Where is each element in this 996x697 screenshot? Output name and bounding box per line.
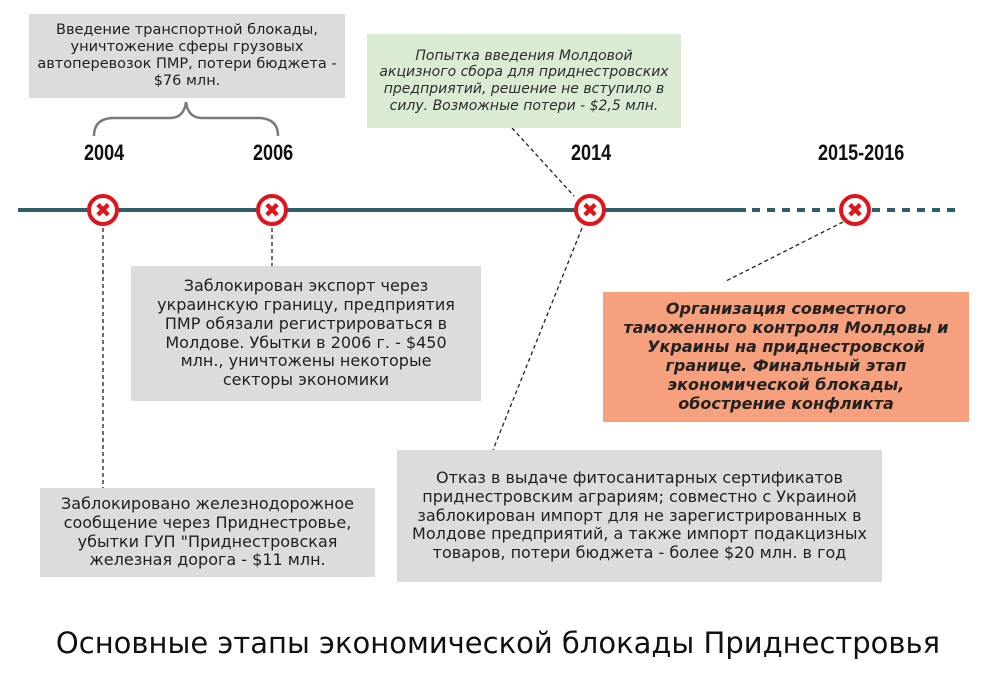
cross-marker-icon-2006: ✖ — [256, 194, 288, 226]
year-label-2004: 2004 — [84, 140, 125, 165]
connector-2014-certificates — [492, 227, 583, 451]
year-label-2014: 2014 — [571, 140, 612, 165]
event-box-certificates-denied: Отказ в выдаче фитосанитарных сертификат… — [397, 450, 882, 582]
year-label-2006: 2006 — [253, 140, 294, 165]
event-box-transport-blockade: Введение транспортной блокады, уничтожен… — [29, 14, 345, 98]
cross-marker-icon-2014: ✖ — [574, 194, 606, 226]
year-label-2015-2016: 2015-2016 — [818, 140, 905, 165]
connector-2015-customs — [723, 221, 844, 283]
curly-brace — [92, 101, 280, 137]
connector-2014-excise — [511, 127, 575, 197]
cross-marker-icon-2015-2016: ✖ — [839, 194, 871, 226]
event-box-export-blocked: Заблокирован экспорт через украинскую гр… — [131, 266, 481, 401]
event-box-excise-attempt: Попытка введения Молдовой акцизного сбор… — [367, 34, 681, 128]
event-text-railway-blocked: Заблокировано железнодорожное сообщение … — [61, 493, 354, 570]
event-text-transport-blockade: Введение транспортной блокады, уничтожен… — [37, 21, 337, 90]
event-text-export-blocked: Заблокирован экспорт через украинскую гр… — [157, 275, 455, 390]
cross-marker-icon-2004: ✖ — [87, 194, 119, 226]
event-text-excise-attempt: Попытка введения Молдовой акцизного сбор… — [379, 47, 669, 114]
event-text-certificates-denied: Отказ в выдаче фитосанитарных сертификат… — [412, 467, 867, 563]
event-text-joint-customs: Организация совместного таможенного конт… — [623, 299, 949, 413]
event-box-joint-customs: Организация совместного таможенного конт… — [603, 292, 969, 422]
diagram-caption: Основные этапы экономической блокады При… — [55, 626, 941, 660]
event-box-railway-blocked: Заблокировано железнодорожное сообщение … — [40, 488, 375, 577]
